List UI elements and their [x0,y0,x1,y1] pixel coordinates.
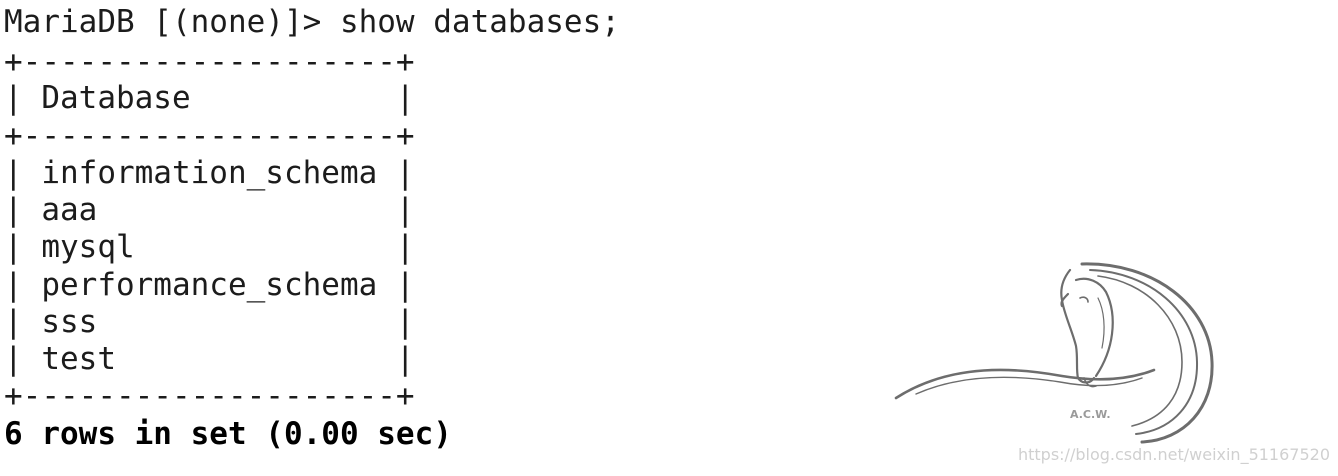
command-prompt-line: MariaDB [(none)]> show databases; [4,4,620,40]
table-row: | information_schema | [4,155,415,191]
table-border-bottom: +--------------------+ [4,378,415,414]
table-row: | performance_schema | [4,267,415,303]
horse-head-logo-svg: A.C.W. [894,262,1214,444]
table-border-top: +--------------------+ [4,44,415,80]
terminal-output: MariaDB [(none)]> show databases; +-----… [4,0,884,470]
table-row: | mysql | [4,229,415,265]
table-border-mid: +--------------------+ [4,118,415,154]
table-row: | aaa | [4,192,415,228]
table-header-row: | Database | [4,80,415,116]
horse-head-logo-icon: A.C.W. [892,258,1222,448]
result-summary: 6 rows in set (0.00 sec) [4,416,452,452]
logo-initials: A.C.W. [1070,408,1111,421]
table-row: | sss | [4,304,415,340]
url-watermark: https://blog.csdn.net/weixin_51167520 [1017,445,1330,464]
table-row: | test | [4,341,415,377]
